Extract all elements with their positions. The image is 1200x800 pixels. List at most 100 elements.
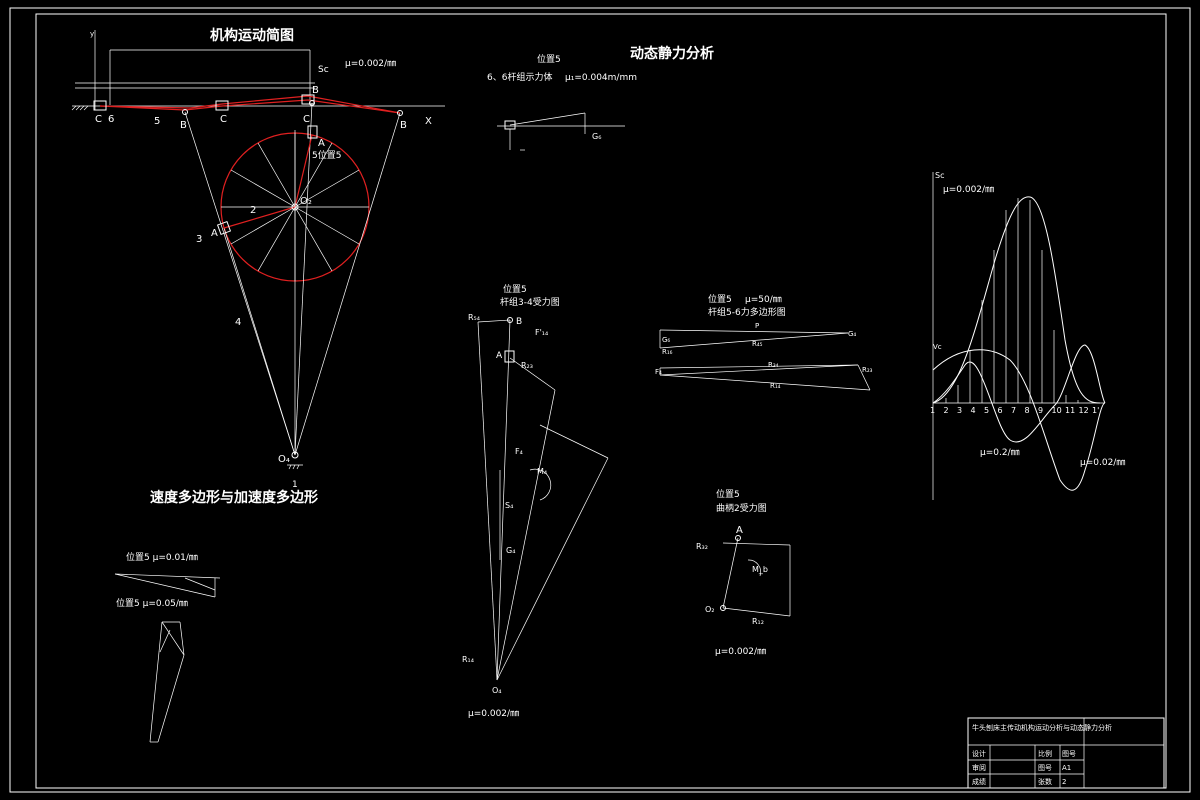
force-polygon-scale: μ=50/㎜ — [745, 295, 782, 305]
force-polygon: 位置5 μ=50/㎜ 杆组5-6力多边形图 P G₆ R₄₅ R₁₆ G₄ F₄… — [655, 293, 873, 391]
force-polygon-position: 位置5 — [708, 293, 732, 305]
crank-o2: O₂ — [705, 605, 715, 614]
label-sc: Sc — [318, 65, 329, 75]
label-three: 3 — [196, 234, 202, 245]
curve-scale-mid: μ=0.2/㎜ — [980, 448, 1020, 458]
title-block-cell: 图号 — [1038, 764, 1052, 772]
acceleration-curve — [932, 344, 1106, 443]
fp-r34: R₃₄ — [768, 361, 779, 369]
rod34-g4: G₄ — [506, 546, 515, 555]
label-a-left: A — [211, 228, 218, 239]
crank-force-diagram: 位置5 曲柄2受力图 A R₃₂ M_b R₁₂ O₂ μ=0.002/㎜ — [696, 488, 791, 657]
curve-y-label: Sc — [935, 171, 944, 180]
label-b-top: B — [312, 85, 319, 96]
fp-r14: R₁₄ — [770, 382, 781, 390]
velocity-position-scale: 位置5 μ=0.01/㎜ — [126, 551, 198, 563]
curve-tick-label: 8 — [1025, 406, 1030, 415]
rod56-position: 位置5 — [537, 53, 561, 65]
curve-tick-label: 10 — [1052, 406, 1062, 415]
crank-mb: M_b — [752, 565, 768, 574]
label-c-right: C — [303, 114, 310, 125]
title-block-cell: A1 — [1062, 764, 1071, 772]
velocity-acceleration-polygons: 位置5 μ=0.01/㎜ 位置5 μ=0.05/㎜ — [114, 551, 221, 743]
curve-scale-top: μ=0.002/㎜ — [943, 185, 994, 195]
fp-r23: R₂₃ — [862, 366, 873, 374]
label-pos5: 5位置5 — [312, 149, 341, 161]
label-two: 2 — [250, 205, 256, 216]
curve-tick-label: 9 — [1038, 406, 1043, 415]
rod56-freebody: 位置5 6、6杆组示力体 μ₁=0.004m/mm G₆ — [487, 53, 637, 151]
fp-p: P — [755, 322, 759, 330]
fp-g4: G₄ — [848, 330, 856, 338]
outer-border — [9, 7, 1191, 793]
title-block-cell: 2 — [1062, 778, 1066, 786]
label-six: 6 — [108, 114, 114, 125]
rod56-g6: G₆ — [592, 132, 601, 141]
polygons-title: 速度多边形与加速度多边形 — [150, 489, 318, 506]
label-one: 1 — [292, 480, 298, 490]
crank-scale: μ=0.002/㎜ — [715, 647, 766, 657]
inner-border — [35, 13, 1167, 789]
crank-heading: 曲柄2受力图 — [716, 502, 767, 514]
curve-tick-label: 3 — [957, 406, 962, 415]
rod34-r23: R₂₃ — [521, 361, 533, 370]
curve-tick-label: 1' — [1092, 406, 1099, 415]
rod34-f4: F₄ — [515, 447, 523, 456]
curve-v-label: Vc — [933, 343, 942, 351]
curve-tick-label: 7 — [1011, 406, 1016, 415]
crank-r32: R₃₂ — [696, 542, 708, 551]
rod34-position: 位置5 — [503, 283, 527, 295]
rod34-scale: μ=0.002/㎜ — [468, 709, 519, 719]
rod34-heading: 杆组3-4受力图 — [500, 296, 560, 308]
title-block-cell: 张数 — [1038, 777, 1052, 786]
rod34-b: B — [516, 317, 522, 327]
rod34-f14: F'₁₄ — [535, 328, 548, 337]
curve-tick-label: 5 — [984, 406, 989, 415]
curve-tick-label: 6 — [998, 406, 1003, 415]
label-four: 4 — [235, 317, 241, 328]
dynamic-static-title: 动态静力分析 — [630, 45, 714, 62]
label-b-right: B — [400, 120, 407, 131]
fp-r16: R₁₆ — [662, 348, 673, 356]
rod56-scale: μ₁=0.004m/mm — [565, 73, 637, 83]
fp-f4: F₄ — [655, 368, 662, 376]
crank-position: 位置5 — [716, 488, 740, 500]
crank-a: A — [736, 525, 743, 536]
label-o4: O₄ — [278, 454, 290, 465]
label-o2: O₂ — [300, 196, 312, 207]
mechanism-diagram: y μ=0.002/㎜ Sc X B C 6 5 B C C B — [71, 30, 445, 490]
fp-g6: G₆ — [662, 336, 670, 344]
fp-r45: R₄₅ — [752, 340, 763, 348]
label-x: X — [425, 116, 432, 127]
title-block-cell: 设计 — [972, 749, 986, 758]
crank-r12: R₁₂ — [752, 617, 764, 626]
label-five: 5 — [154, 116, 160, 127]
velocity-curve — [932, 349, 1106, 491]
rod56-heading: 6、6杆组示力体 — [487, 71, 552, 83]
acceleration-position-scale: 位置5 μ=0.05/㎜ — [116, 597, 188, 609]
title-block-cell: 成绩 — [972, 777, 986, 786]
y-axis-label: y — [90, 30, 94, 38]
label-c-mid: C — [220, 114, 227, 125]
curve-tick-label: 2 — [944, 406, 949, 415]
title-block-cell: 图号 — [1062, 750, 1076, 758]
label-c-left: C — [95, 114, 102, 125]
curve-tick-label: 11 — [1065, 406, 1075, 415]
rod34-force-diagram: 位置5 杆组3-4受力图 R₅₄ B F'₁₄ A R₂₃ F₄ M₄ S₄ G… — [462, 283, 609, 719]
mechanism-title: 机构运动简图 — [210, 27, 294, 44]
label-b-left: B — [180, 120, 187, 131]
curve-tick-label: 1 — [930, 406, 935, 415]
title-block-cell: 比例 — [1038, 749, 1052, 758]
rod34-o4: O₄ — [492, 686, 502, 695]
curve-tick-label: 4 — [971, 406, 976, 415]
title-block-project: 牛头刨床主传动机构运动分析与动态静力分析 — [972, 723, 1112, 732]
rod34-r14: R₁₄ — [462, 655, 474, 664]
rod34-r54: R₅₄ — [468, 313, 480, 322]
displacement-curve — [932, 196, 1101, 404]
rod34-m4: M₄ — [537, 467, 547, 476]
title-block-cell: 审阅 — [972, 763, 986, 772]
rod34-a: A — [496, 351, 503, 361]
curve-scale-right: μ=0.02/㎜ — [1080, 458, 1125, 468]
